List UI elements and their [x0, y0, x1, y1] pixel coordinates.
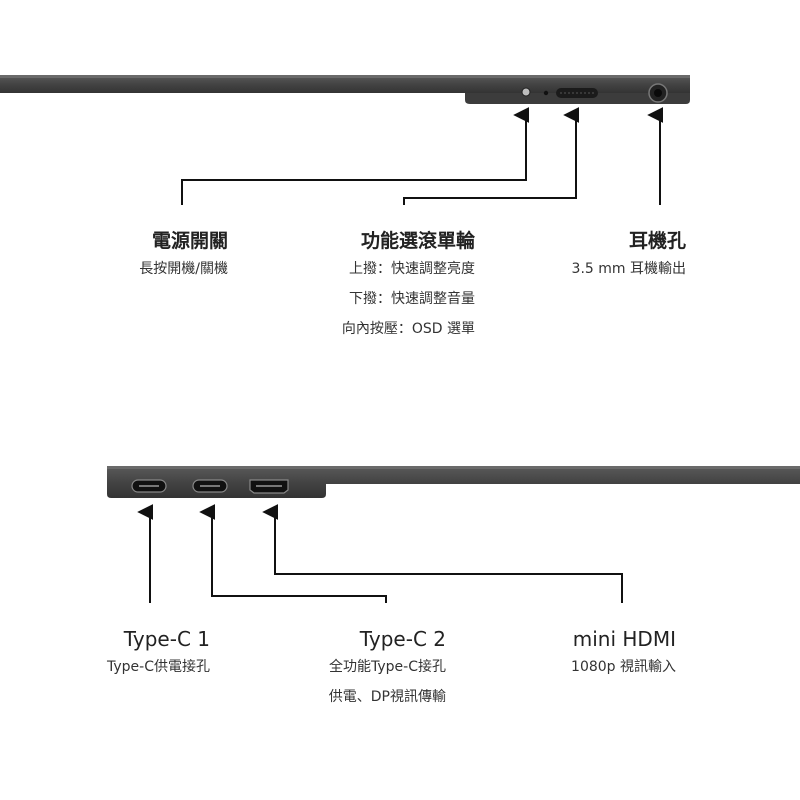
monitor-top-edge	[0, 75, 690, 104]
callout-title: 電源開關	[151, 230, 228, 252]
callout-desc: 3.5 mm 耳機輸出	[571, 261, 686, 277]
callout-title: mini HDMI	[572, 627, 676, 651]
indicator-light-icon	[543, 90, 549, 96]
callout-title: 耳機孔	[628, 230, 686, 252]
callout-desc: 1080p 視訊輸入	[571, 659, 676, 675]
callout-title: Type-C 1	[123, 627, 210, 651]
callout-desc: 向內按壓：OSD 選單	[341, 321, 475, 337]
callout-desc: 長按開機/關機	[139, 261, 228, 277]
callout-headphone-jack: 耳機孔 3.5 mm 耳機輸出	[572, 228, 686, 284]
callout-scroll-wheel: 功能選滾單輪 上撥：快速調整亮度 下撥：快速調整音量 向內按壓：OSD 選單	[342, 228, 475, 344]
callout-mini-hdmi: mini HDMI 1080p 視訊輸入	[571, 626, 676, 682]
callout-desc: 供電、DP視訊傳輸	[328, 689, 446, 705]
callout-type-c-2: Type-C 2 全功能Type-C接孔 供電、DP視訊傳輸	[329, 626, 446, 712]
callout-power-switch: 電源開關 長按開機/關機	[139, 228, 228, 284]
top-leader-lines	[181, 107, 664, 205]
callout-desc: 全功能Type-C接孔	[329, 659, 446, 675]
callout-title: Type-C 2	[359, 627, 446, 651]
callout-desc: 下撥：快速調整音量	[349, 291, 475, 307]
monitor-side-edge	[107, 466, 800, 498]
callout-type-c-1: Type-C 1 Type-C供電接孔	[107, 626, 210, 682]
power-button-icon[interactable]	[521, 87, 531, 97]
side-leader-lines	[137, 504, 623, 603]
callout-desc: 上撥：快速調整亮度	[349, 261, 475, 277]
callout-desc: Type-C供電接孔	[107, 659, 210, 675]
callout-title: 功能選滾單輪	[360, 230, 475, 252]
